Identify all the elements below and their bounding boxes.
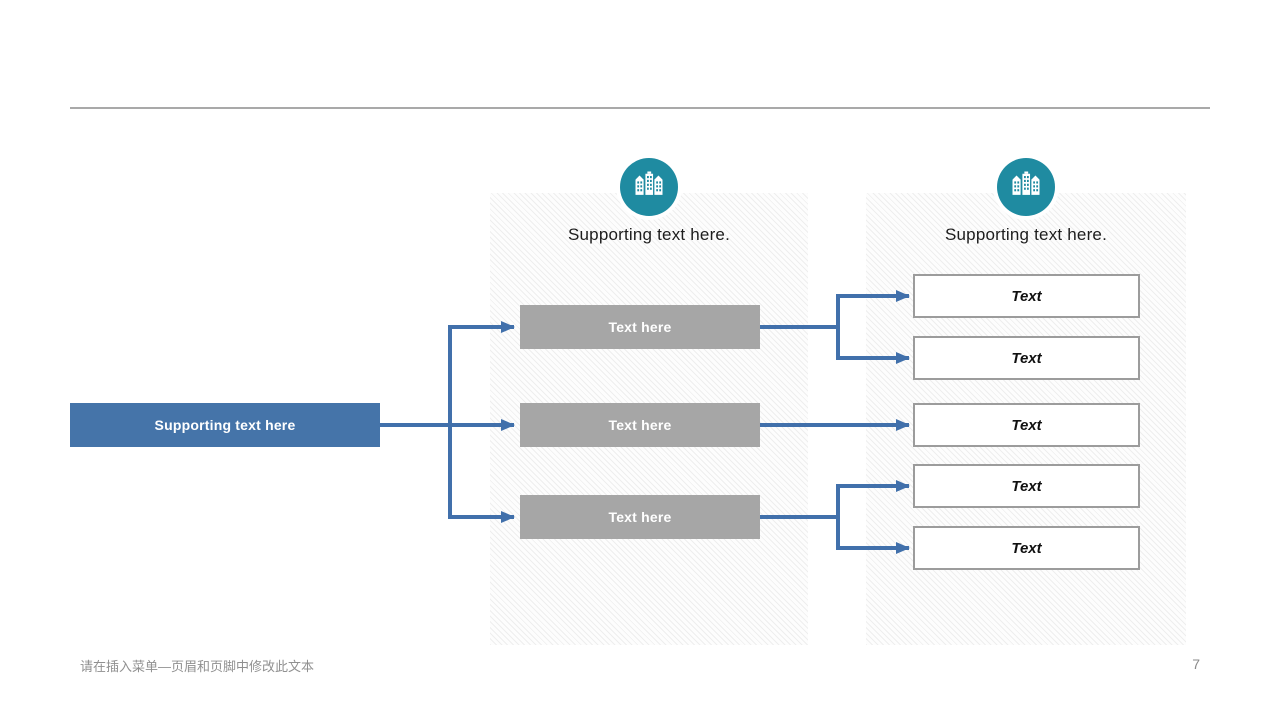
slide-page-number: 7 [1192,656,1200,672]
level2-icon-badge [620,158,678,216]
level3-text-box[interactable]: Text [913,526,1140,570]
level3-text-box[interactable]: Text [913,464,1140,508]
connector-group-left [380,321,515,523]
footer-placeholder-text: 请在插入菜单—页眉和页脚中修改此文本 [80,659,315,674]
level3-text-box[interactable]: Text [913,336,1140,380]
level2-column-background [490,193,808,645]
connector-group-right [760,290,910,554]
level2-text-box[interactable]: Text here [520,495,760,539]
level3-text-box[interactable]: Text [913,274,1140,318]
level2-text-box[interactable]: Text here [520,305,760,349]
root-text-box[interactable]: Supporting text here [70,403,380,447]
buildings-icon [1008,167,1044,208]
level2-text-box[interactable]: Text here [520,403,760,447]
level3-text-box[interactable]: Text [913,403,1140,447]
level2-column-title: Supporting text here. [567,225,731,244]
header-divider-line [70,107,1210,109]
level3-icon-badge [997,158,1055,216]
buildings-icon [631,167,667,208]
level3-column-title: Supporting text here. [944,225,1108,244]
